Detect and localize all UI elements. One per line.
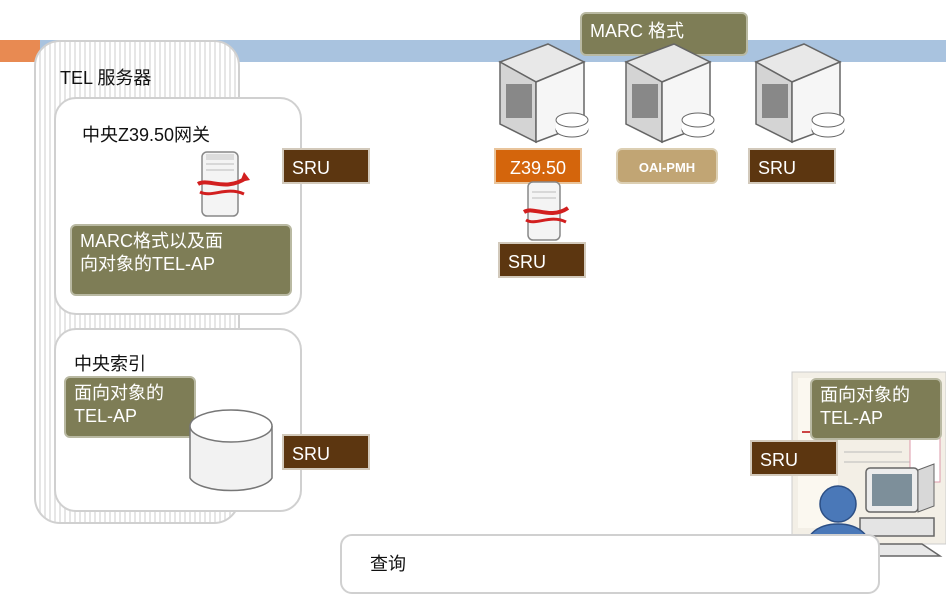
gateway-note: MARC格式以及面 向对象的TEL-AP (70, 224, 292, 296)
client-sru-badge: SRU (750, 440, 838, 476)
z3950-sru-badge: SRU (498, 242, 586, 278)
gateway-server-icon (196, 151, 250, 217)
server-sru-badge: SRU (748, 148, 836, 184)
central-index-title: 中央索引 (74, 354, 146, 374)
query-label: 查询 (370, 554, 406, 574)
client-note: 面向对象的 TEL-AP (810, 378, 942, 440)
gateway-note-line2: 向对象的TEL-AP (80, 254, 216, 274)
gateway-title: 中央Z39.50网关 (82, 125, 211, 145)
tel-server-title: TEL 服务器 (60, 68, 152, 88)
computer-icon (851, 463, 943, 557)
client-note-line1: 面向对象的 (820, 385, 910, 405)
database-icon (189, 409, 273, 492)
z3950-server-icon (498, 43, 589, 144)
index-sru-badge: SRU (282, 434, 370, 470)
client-note-line2: TEL-AP (820, 408, 884, 428)
sru-server-icon (754, 43, 845, 144)
gateway-note-line1: MARC格式以及面 (80, 231, 223, 251)
query-box: 查询 (340, 534, 880, 594)
z3950-badge: Z39.50 (494, 148, 582, 184)
oai-server-icon (624, 43, 715, 144)
header-band-accent (0, 40, 40, 62)
oai-pmh-badge: OAI-PMH (616, 148, 718, 184)
z3950-gateway-icon (522, 181, 570, 241)
gateway-sru-badge: SRU (282, 148, 370, 184)
central-index-note-line2: TEL-AP (74, 406, 138, 426)
central-index-note: 面向对象的 TEL-AP (64, 376, 196, 438)
central-index-note-line1: 面向对象的 (74, 383, 164, 403)
